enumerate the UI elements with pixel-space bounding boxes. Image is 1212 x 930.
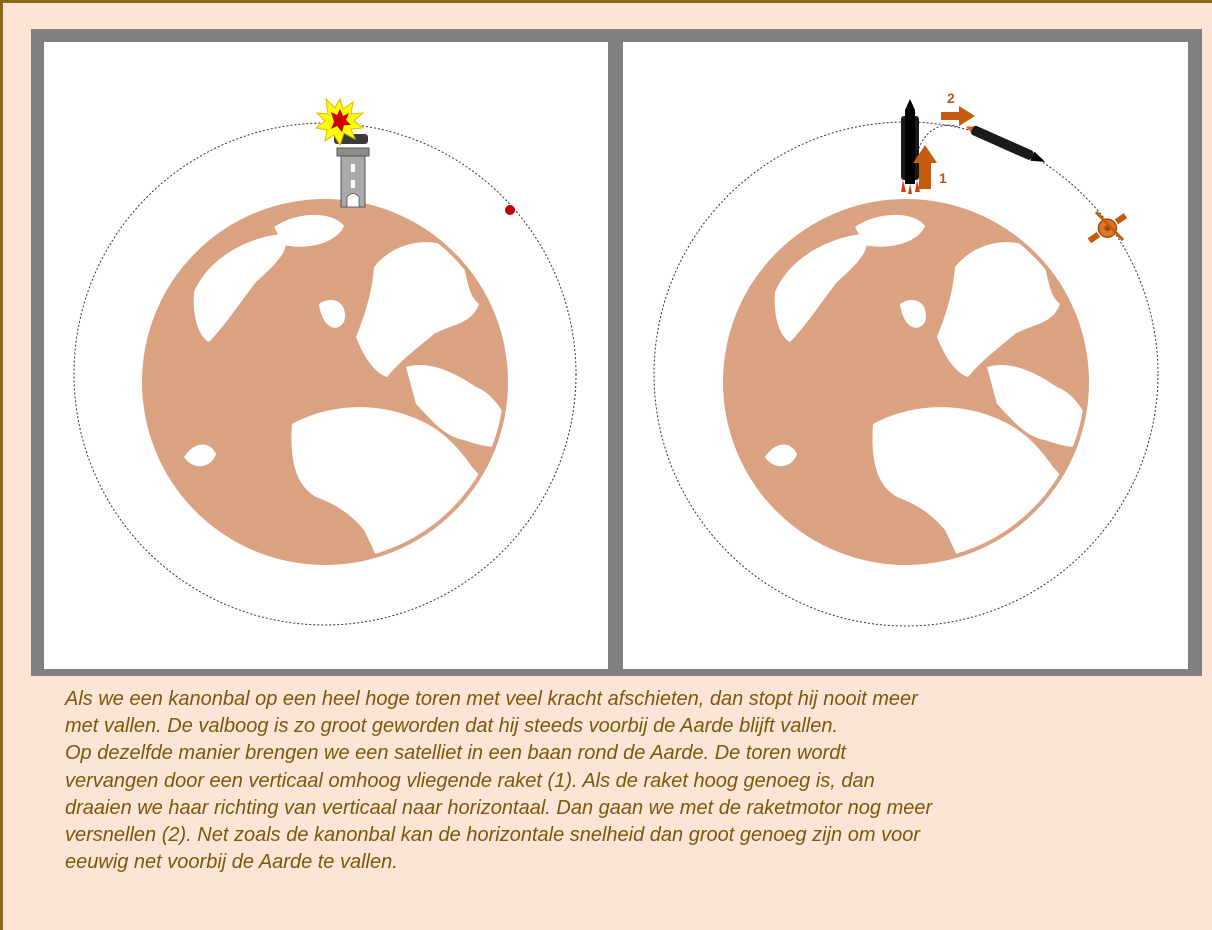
caption-line: Als we een kanonbal op een heel hoge tor… [65,688,918,710]
cannon-panel [44,42,608,669]
caption-line: met vallen. De valboog is zo groot gewor… [65,715,839,738]
arrow-horizontal-label: 2 [947,90,955,106]
explosion-icon [314,97,365,147]
arrow-vertical-label: 1 [939,170,947,186]
orbit-path-icon [73,122,577,626]
orbit-path-icon [653,121,1159,627]
illustration-frame: 1 2 [31,29,1202,676]
caption-line: versnellen (2). Net zoals de kanonbal ka… [65,824,920,847]
arrow-vertical-1: 1 [913,145,947,189]
earth-globe-icon [142,199,508,565]
ascent-path [914,124,959,173]
caption: Als we een kanonbal op een heel hoge tor… [65,686,1210,876]
caption-line: eeuwig net voorbij de Aarde te vallen. [65,851,398,874]
caption-line: Op dezelfde manier brengen we een satell… [65,742,846,765]
rocket-illustration: 1 2 [653,90,1159,627]
satellite-icon [1087,213,1128,244]
rocket-icon [901,99,920,194]
cannonball-icon [505,205,515,215]
caption-line: draaien we haar richting van verticaal n… [65,796,933,819]
earth-globe-icon [723,199,1089,565]
caption-line: vervangen door een verticaal omhoog vlie… [65,769,875,792]
cannon-illustration [73,97,577,626]
satellite-panel-icon [1094,210,1125,242]
cannon-tower-icon [334,134,370,208]
rocket-horizontal-icon [965,125,1046,162]
rocket-panel: 1 2 [623,42,1188,669]
arrow-horizontal-2: 2 [941,90,975,126]
